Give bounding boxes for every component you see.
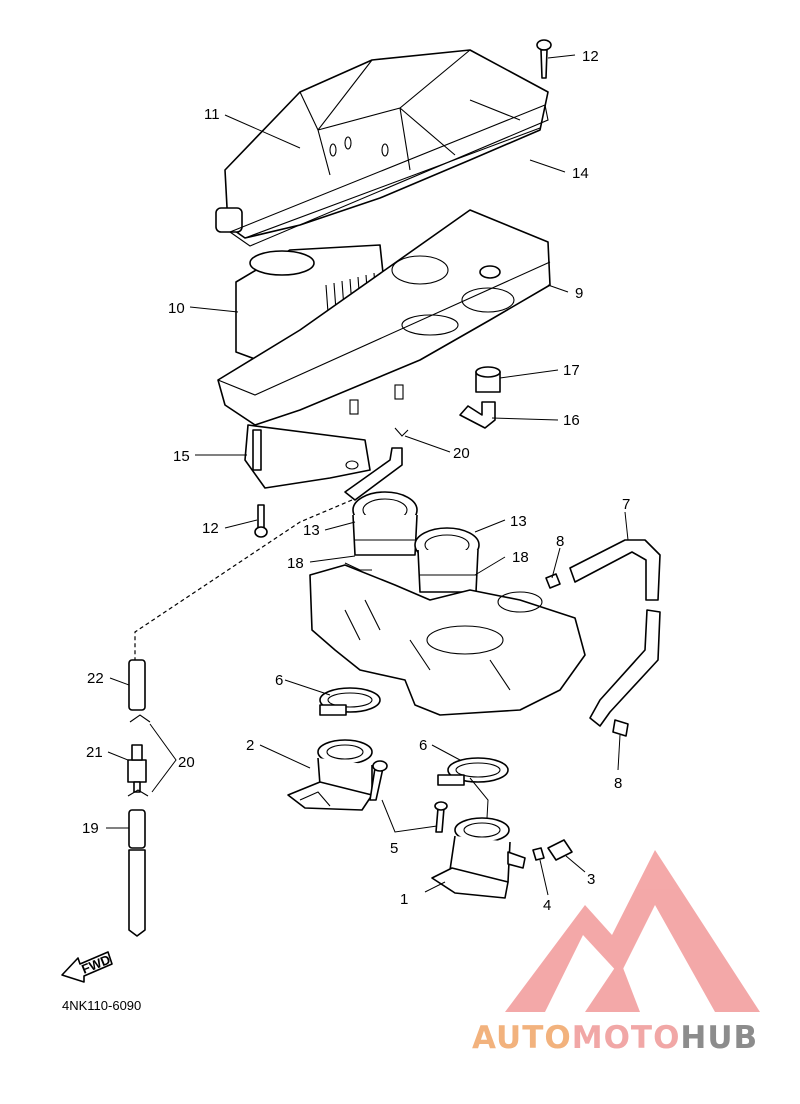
callout-18-right: 18	[512, 549, 529, 566]
watermark-logo-icon	[505, 850, 760, 1012]
callout-15: 15	[173, 448, 190, 465]
watermark-part-hub: HUB	[680, 1020, 759, 1056]
screw-top	[536, 39, 552, 79]
callout-21: 21	[86, 744, 103, 761]
fwd-label: FWD	[79, 952, 112, 977]
callout-8-top: 8	[556, 533, 564, 550]
callout-5: 5	[390, 840, 398, 857]
air-filter-case-cover	[215, 49, 549, 239]
callout-16: 16	[563, 412, 580, 429]
callout-14: 14	[572, 165, 589, 182]
callout-6-right: 6	[419, 737, 427, 754]
callout-12-lower: 12	[202, 520, 219, 537]
case-bracket	[244, 424, 371, 489]
clamp-left	[319, 687, 381, 716]
clip-hose-bottom	[612, 719, 629, 737]
joint-right	[411, 527, 480, 607]
clip-breather-upper	[129, 714, 151, 723]
routing-line	[134, 499, 353, 660]
callout-1: 1	[400, 891, 408, 908]
breather-hose-lower	[128, 809, 146, 937]
case-gasket	[228, 104, 549, 247]
fuel-hose-lower	[589, 609, 661, 727]
carburetor-assembly	[309, 564, 586, 716]
intake-manifold-left	[287, 739, 373, 811]
callout-9: 9	[575, 285, 583, 302]
elbow-hose	[459, 401, 496, 429]
breather-hose-case	[344, 447, 403, 501]
air-filter-case-lower	[217, 209, 551, 426]
callout-18-left: 18	[287, 555, 304, 572]
callout-10: 10	[168, 300, 185, 317]
grommet	[475, 366, 501, 393]
callout-2: 2	[246, 737, 254, 754]
callout-7: 7	[622, 496, 630, 513]
callout-13-left: 13	[303, 522, 320, 539]
screw-lower	[254, 504, 268, 538]
cap	[547, 839, 573, 861]
callout-12-top: 12	[582, 48, 599, 65]
clip-breather-lower	[127, 789, 149, 797]
intake-manifold-right	[431, 817, 526, 899]
callout-22: 22	[87, 670, 104, 687]
callout-11: 11	[204, 106, 220, 123]
drawing-code: 4NK110-6090	[62, 998, 141, 1013]
callout-19: 19	[82, 820, 99, 837]
clip-small	[532, 847, 545, 861]
forward-arrow-icon	[61, 951, 113, 983]
callout-20-upper: 20	[453, 445, 470, 462]
leader-lines	[106, 54, 629, 896]
callout-6-left: 6	[275, 672, 283, 689]
watermark-part-moto: MOTO	[571, 1020, 681, 1056]
callout-13-right: 13	[510, 513, 527, 530]
callout-17: 17	[563, 362, 580, 379]
clip-upper	[394, 427, 409, 437]
joint-left	[344, 491, 418, 571]
breather-filter	[127, 744, 147, 793]
breather-hose-upper	[128, 659, 146, 711]
callout-8-bottom: 8	[614, 775, 622, 792]
fuel-hose	[569, 539, 661, 601]
callout-3: 3	[587, 871, 595, 888]
watermark-part-auto: AUTO	[472, 1020, 572, 1056]
callout-20-lower: 20	[178, 754, 195, 771]
watermark-text: AUTOMOTOHUB	[472, 1020, 792, 1060]
bolt-right	[435, 807, 445, 833]
callout-4: 4	[543, 897, 551, 914]
clamp-right	[437, 757, 509, 786]
